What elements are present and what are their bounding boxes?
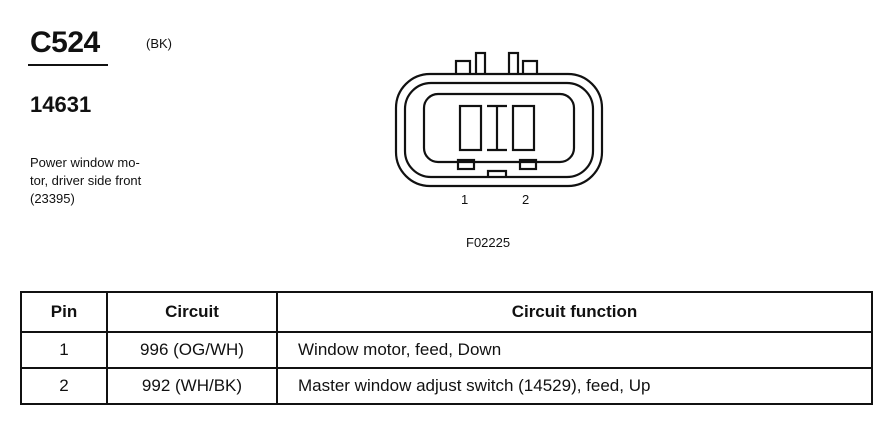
terminal-cavity [422,92,576,164]
pinout-table: Pin Circuit Circuit function 1 996 (OG/W… [20,291,873,405]
terminal-2 [511,104,536,152]
connector-housing-inner [403,81,595,179]
pin-label-2: 2 [522,192,530,207]
description-line: (23395) [30,191,75,206]
component-description: Power window mo- tor, driver side front … [30,154,180,208]
cell-pin: 1 [20,331,108,369]
polarizing-notch [486,169,508,177]
table-row: 2 992 (WH/BK) Master window adjust switc… [20,367,873,405]
wire-color: (BK) [146,36,172,51]
connector-face-drawing [394,51,604,188]
table-header-row: Pin Circuit Circuit function [20,291,873,333]
connector-housing-outer [394,72,604,188]
cell-circuit: 992 (WH/BK) [106,367,278,405]
cell-circuit: 996 (OG/WH) [106,331,278,369]
pin-label-1: 1 [461,192,469,207]
cell-circuit-function: Window motor, feed, Down [276,331,873,369]
connector-id-underline [28,64,108,66]
part-number: 14631 [30,92,92,117]
cell-circuit-function: Master window adjust switch (14529), fee… [276,367,873,405]
header-pin: Pin [20,291,108,333]
table-row: 1 996 (OG/WH) Window motor, feed, Down [20,331,873,369]
figure-id: F02225 [466,235,511,250]
description-line: Power window mo- [30,155,140,170]
terminal-1 [458,104,483,152]
bottom-window-1 [456,158,476,171]
description-line: tor, driver side front [30,173,142,188]
bottom-window-2 [518,158,538,171]
cell-pin: 2 [20,367,108,405]
header-circuit: Circuit [106,291,278,333]
connector-id: C524 [30,26,100,59]
header-circuit-function: Circuit function [276,291,873,333]
